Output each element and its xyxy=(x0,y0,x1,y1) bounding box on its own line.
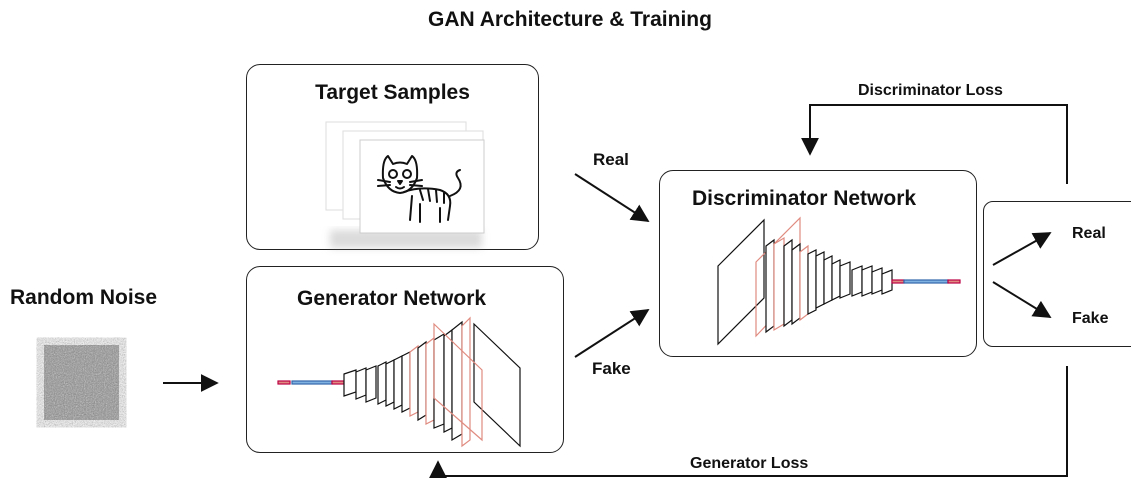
output-real-label: Real xyxy=(1072,225,1106,242)
generator-loss-label: Generator Loss xyxy=(690,455,809,472)
generator-layer-stack-icon xyxy=(277,316,521,448)
random-noise-label: Random Noise xyxy=(10,286,158,309)
cat-sketch-stack-icon xyxy=(325,121,485,248)
output-real-arrow xyxy=(992,232,1052,266)
real-to-discriminator-arrow xyxy=(574,173,650,222)
discriminator-network-title: Discriminator Network xyxy=(692,187,917,210)
real-input-label: Real xyxy=(593,150,629,169)
output-fake-label: Fake xyxy=(1072,310,1109,327)
discriminator-loss-arrow xyxy=(801,104,1068,184)
generator-loss-arrow xyxy=(429,366,1068,479)
output-box xyxy=(983,201,1131,347)
diagram-title: GAN Architecture & Training xyxy=(428,8,712,31)
fake-input-label: Fake xyxy=(592,359,631,378)
generator-network-title: Generator Network xyxy=(297,287,487,310)
target-samples-title: Target Samples xyxy=(315,81,470,104)
discriminator-loss-label: Discriminator Loss xyxy=(858,82,1003,99)
output-fake-arrow xyxy=(992,281,1052,318)
fake-to-discriminator-arrow xyxy=(574,309,650,358)
discriminator-layer-stack-icon xyxy=(717,216,961,346)
